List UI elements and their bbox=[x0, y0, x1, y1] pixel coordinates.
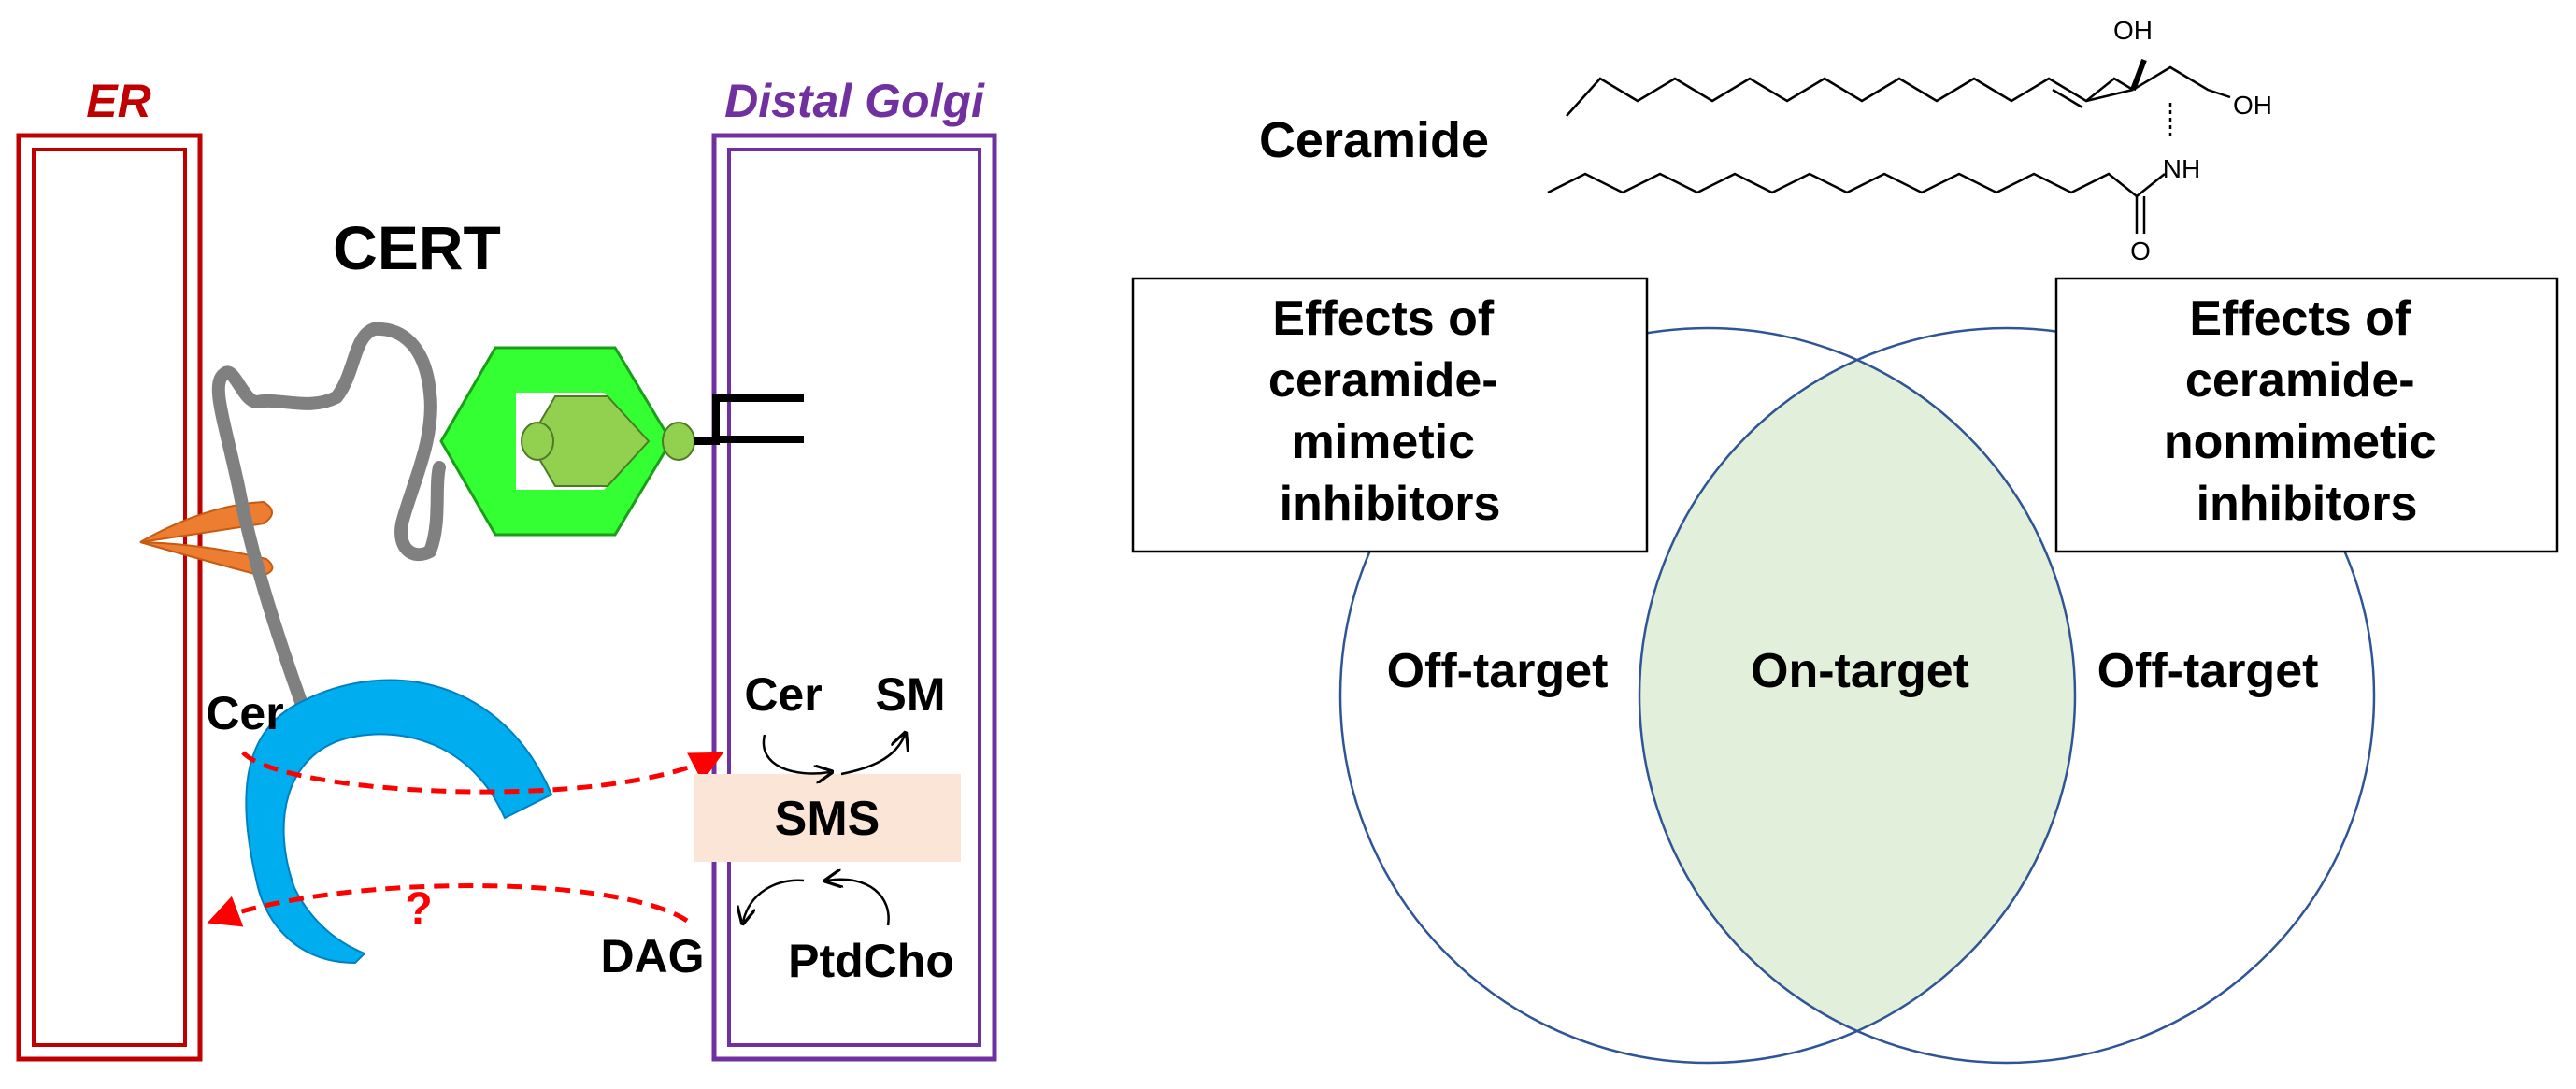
cert-linker bbox=[211, 322, 446, 719]
nonmimetic-line-3: nonmimetic bbox=[2164, 415, 2437, 469]
sms-box bbox=[694, 774, 961, 862]
mimetic-line-1: Effects of bbox=[1272, 292, 1495, 346]
mimetic-box-text: Effects of ceramide- mimetic inhibitors bbox=[1268, 292, 1511, 531]
nonmimetic-line-4: inhibitors bbox=[2197, 477, 2418, 531]
cer-transport-arrow bbox=[241, 751, 724, 795]
sm-product-arrow bbox=[840, 735, 905, 776]
cert-label: CERT bbox=[333, 213, 501, 282]
cer-golgi-label: Cer bbox=[744, 668, 822, 721]
cer-er-label: Cer bbox=[206, 687, 283, 739]
on-target-label: On-target bbox=[1751, 644, 1969, 698]
nonmimetic-line-1: Effects of bbox=[2189, 292, 2411, 346]
off-target-right-label: Off-target bbox=[2097, 644, 2319, 698]
structure-oh-top: OH bbox=[2113, 16, 2153, 45]
nonmimetic-line-2: ceramide- bbox=[2185, 353, 2415, 408]
venn-circle-right bbox=[1638, 326, 2376, 1065]
question-mark: ? bbox=[405, 884, 432, 934]
structure-nh: NH bbox=[2163, 154, 2200, 183]
pi4p-lipid bbox=[694, 394, 804, 445]
structure-oh-right: OH bbox=[2233, 91, 2272, 120]
mimetic-line-2: ceramide- bbox=[1268, 353, 1498, 408]
sms-label: SMS bbox=[775, 792, 880, 846]
ph-domain bbox=[439, 346, 695, 537]
golgi-compartment bbox=[711, 133, 997, 1062]
mimetic-line-4: inhibitors bbox=[1280, 477, 1501, 531]
off-target-left-label: Off-target bbox=[1387, 644, 1609, 698]
ceramide-label: Ceramide bbox=[1259, 112, 1489, 168]
nonmimetic-box-text: Effects of ceramide- nonmimetic inhibito… bbox=[2164, 292, 2450, 531]
er-compartment bbox=[16, 133, 203, 1062]
ptdcho-label: PtdCho bbox=[788, 935, 954, 987]
mimetic-box bbox=[1131, 277, 1649, 553]
pc-substrate-arrow bbox=[827, 880, 890, 926]
dag-product-arrow bbox=[743, 879, 805, 922]
venn-overlap bbox=[1639, 328, 2075, 1063]
cer-to-sm-arrow bbox=[762, 734, 830, 773]
dag-label: DAG bbox=[600, 930, 704, 982]
er-label: ER bbox=[86, 75, 150, 127]
golgi-label: Distal Golgi bbox=[724, 75, 985, 127]
structure-o: O bbox=[2130, 236, 2151, 265]
nonmimetic-box bbox=[2054, 277, 2559, 553]
sm-label: SM bbox=[876, 668, 946, 721]
venn-diagram bbox=[1338, 326, 2376, 1065]
mimetic-line-3: mimetic bbox=[1292, 415, 1476, 469]
dag-return-arrow bbox=[207, 883, 689, 927]
ceramide-structure bbox=[1547, 58, 2231, 234]
start-domain bbox=[245, 679, 553, 965]
venn-circle-left bbox=[1338, 326, 2077, 1065]
left-panel: ER Distal Golgi CERT bbox=[16, 75, 997, 1062]
right-panel: Ceramide OH OH NH O bbox=[1131, 16, 2559, 1065]
